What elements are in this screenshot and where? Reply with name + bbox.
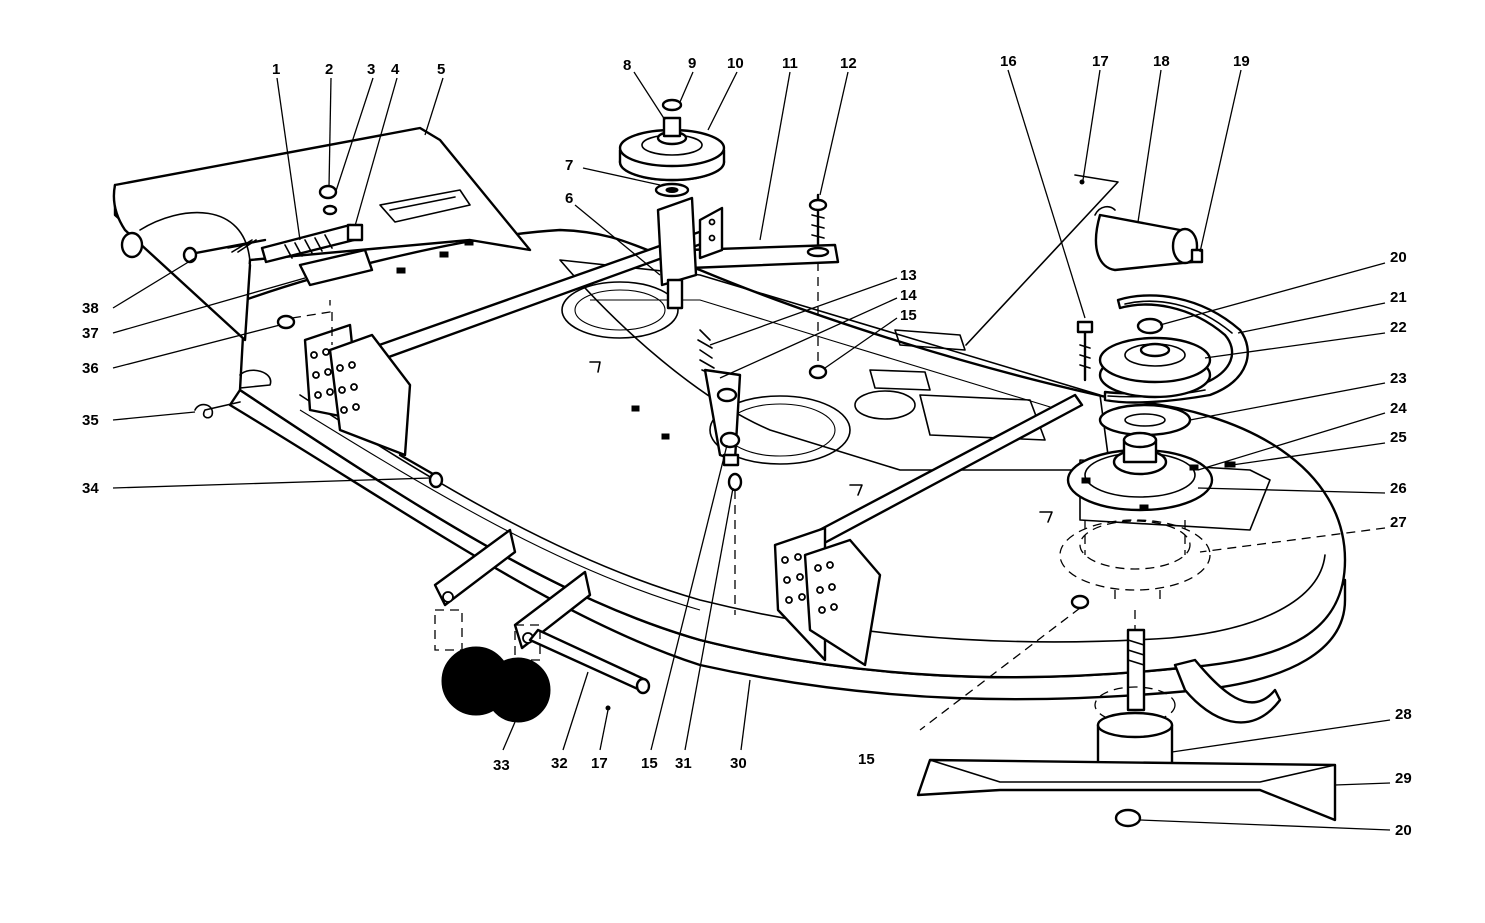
callout-5: 5 [437,61,445,78]
callout-34: 34 [82,480,99,497]
callout-14: 14 [900,287,917,304]
leader-lines [112,69,1391,831]
callout-22: 22 [1390,319,1407,336]
callout-4: 4 [391,61,400,78]
callout-10: 10 [727,55,744,72]
idler-pulley [618,98,726,198]
front-hanger-bracket-left [303,228,714,457]
idler-arm [656,196,840,310]
spindle-assembly [916,294,1337,828]
callout-9: 9 [688,55,696,72]
callout-20-lower: 20 [1395,822,1412,839]
callout-25: 25 [1390,429,1407,446]
callout-8: 8 [623,57,631,74]
callout-15-upper: 15 [900,307,917,324]
callout-31: 31 [675,755,692,772]
callout-26: 26 [1390,480,1407,497]
callout-7: 7 [565,157,573,174]
callout-21: 21 [1390,289,1407,306]
callout-30: 30 [730,755,747,772]
callout-28: 28 [1395,706,1412,723]
fasteners [276,193,830,711]
callout-16: 16 [1000,53,1017,70]
callout-19: 19 [1233,53,1250,70]
callout-15-right: 15 [858,751,875,768]
callout-35: 35 [82,412,99,429]
callout-1: 1 [272,61,280,78]
callout-13: 13 [900,267,917,284]
motor-cylinder [965,174,1204,346]
callout-labels: 1 2 3 4 5 6 7 8 9 10 11 12 13 14 15 16 1… [82,53,1412,839]
callout-33: 33 [493,757,510,774]
callout-24: 24 [1390,400,1407,417]
callout-12: 12 [840,55,857,72]
callout-20-upper: 20 [1390,249,1407,266]
callout-37: 37 [82,325,99,342]
callout-23: 23 [1390,370,1407,387]
callout-36: 36 [82,360,99,377]
callout-17-lower: 17 [591,755,608,772]
callout-2: 2 [325,61,333,78]
hairpin-clip [194,369,272,419]
callout-38: 38 [82,300,99,317]
front-hanger-bracket-right [773,393,1084,667]
deck-housing [228,228,1347,701]
tension-spring [697,329,742,467]
callout-17-upper: 17 [1092,53,1109,70]
callout-11: 11 [782,55,798,72]
callout-3: 3 [367,61,375,78]
callout-27: 27 [1390,514,1407,531]
callout-32: 32 [551,755,568,772]
callout-15-lower: 15 [641,755,658,772]
gauge-wheels [398,453,651,723]
callout-18: 18 [1153,53,1170,70]
callout-29: 29 [1395,770,1412,787]
callout-6: 6 [565,190,573,207]
